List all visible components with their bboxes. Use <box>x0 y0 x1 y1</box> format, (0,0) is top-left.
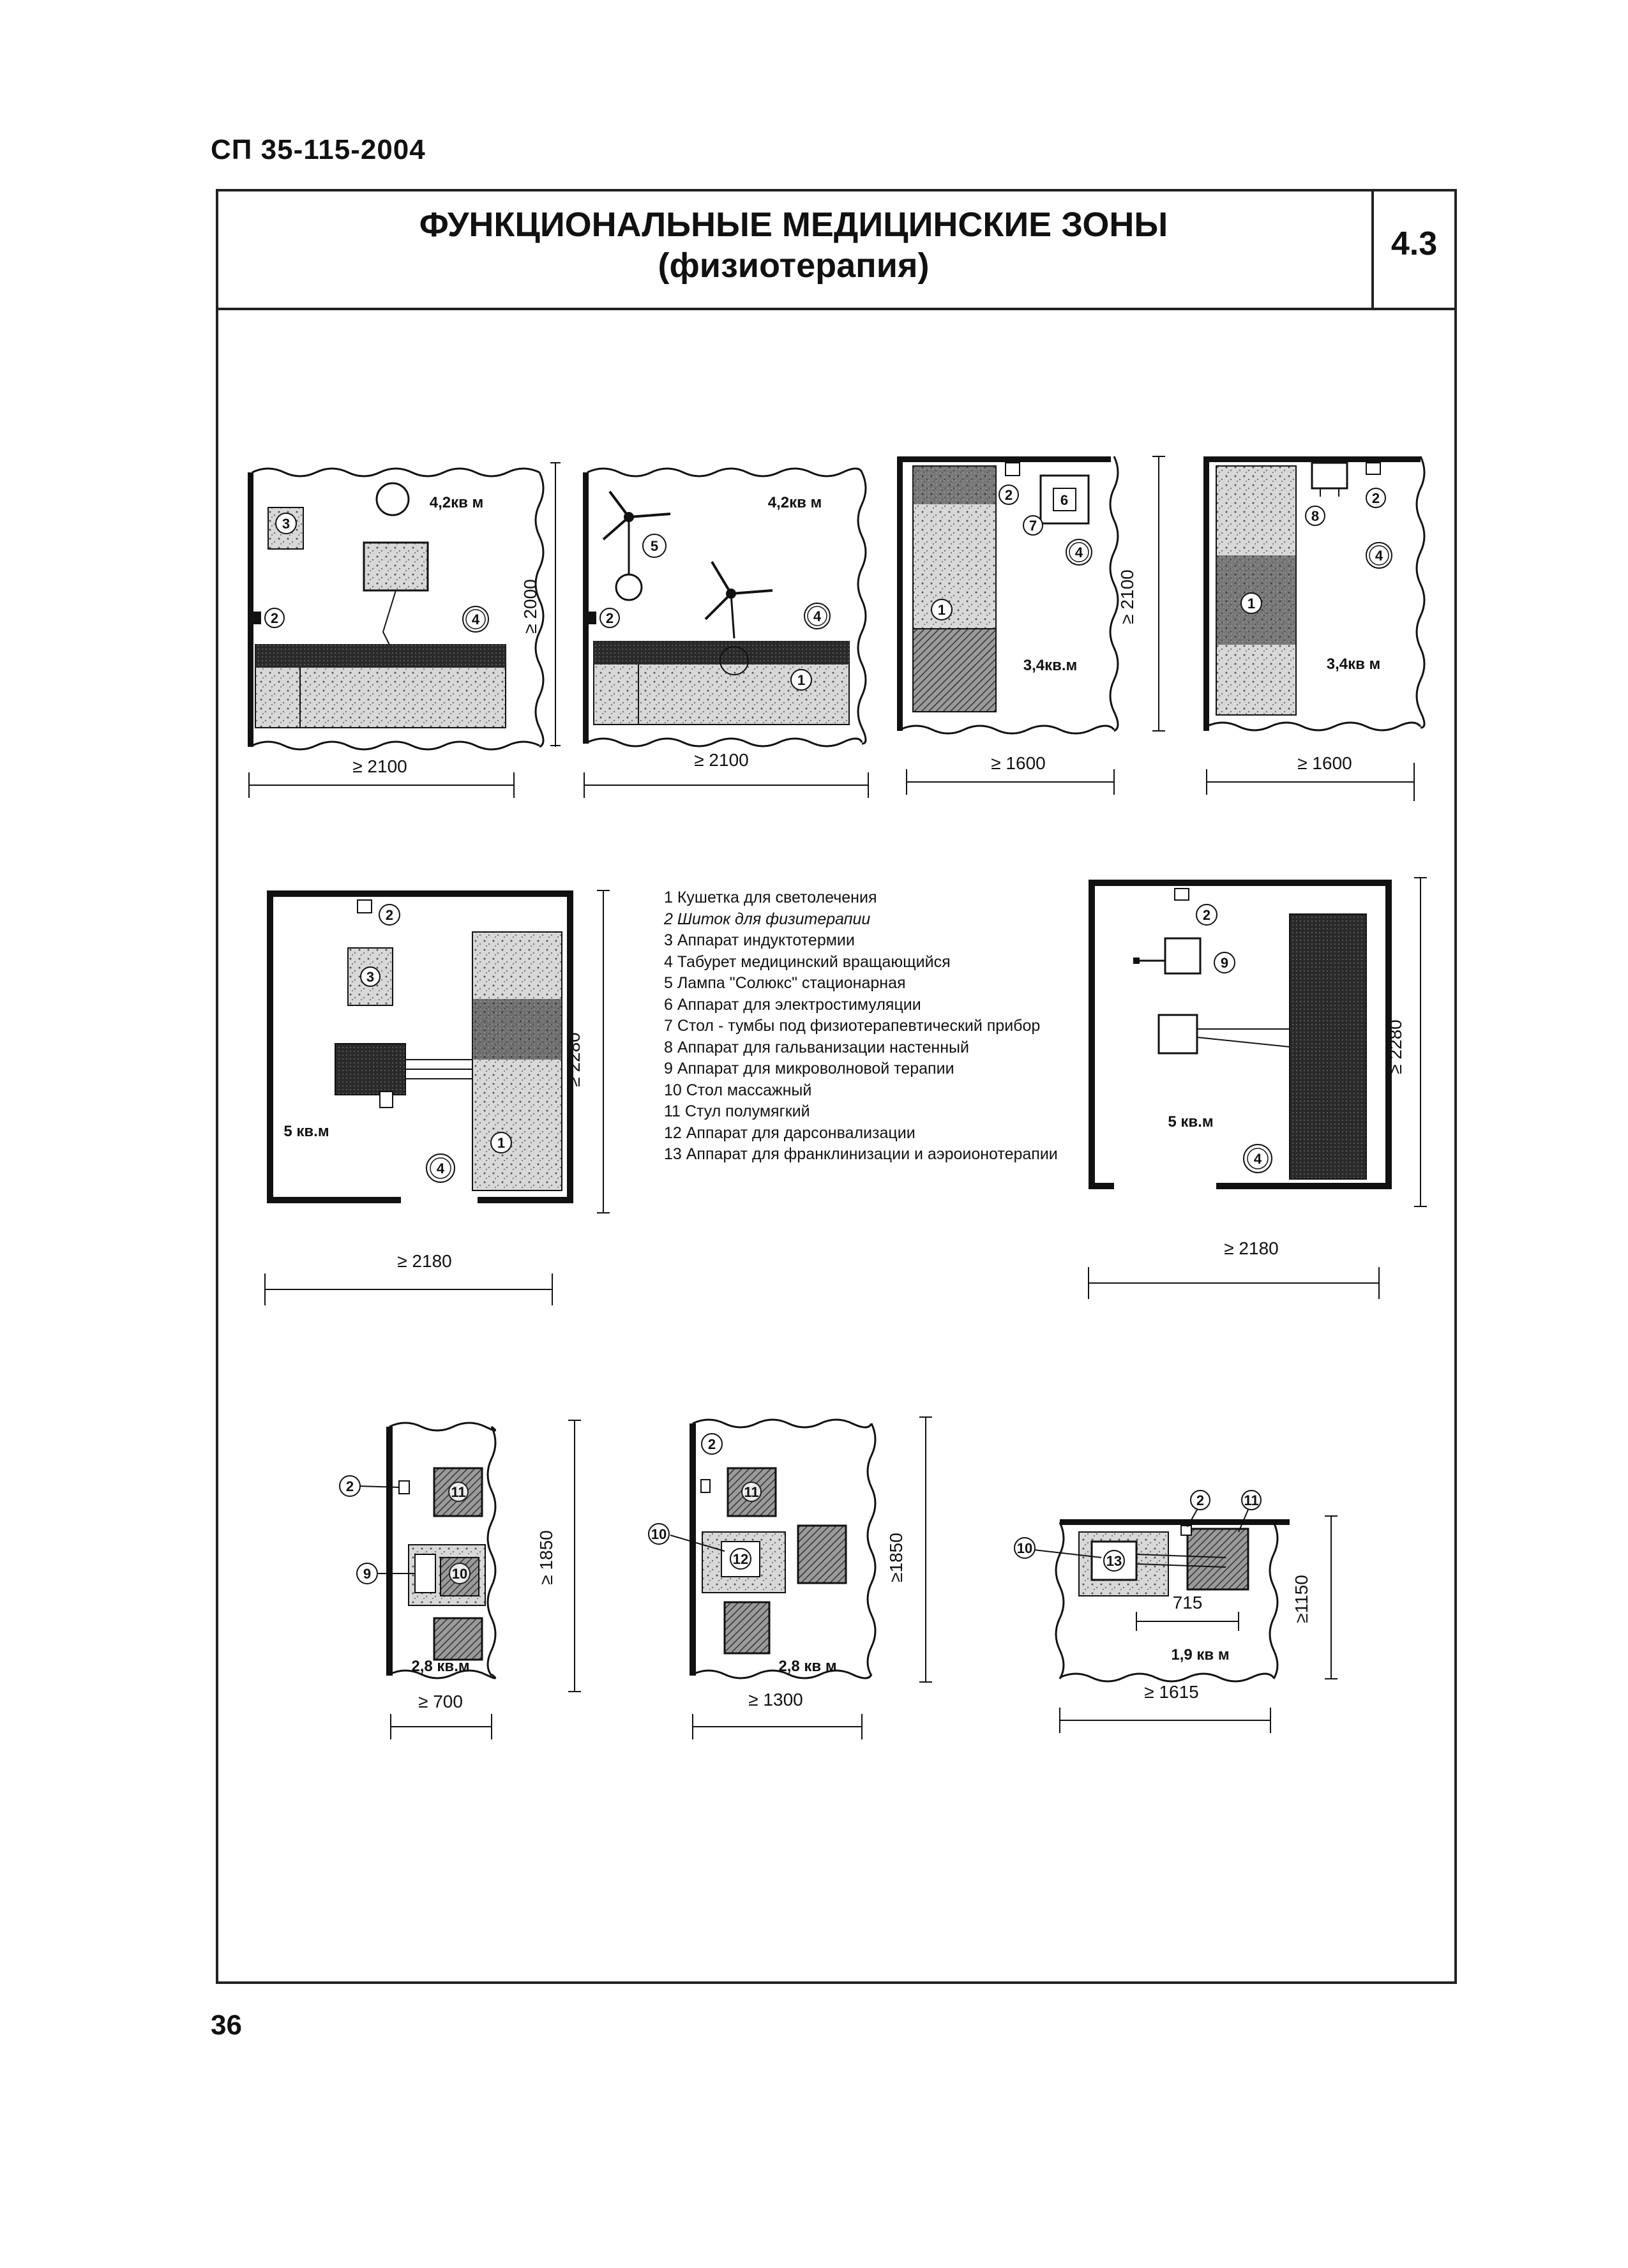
marker-13: 13 <box>1106 1553 1122 1569</box>
plan-7: 2 11 10 9 2,8 кв.м ≥ 1850 ≥ 700 <box>339 1420 581 1739</box>
lamp-icon <box>602 490 671 601</box>
marker-2: 2 <box>1005 487 1013 503</box>
legend-item: 11 Стул полумягкий <box>664 1102 810 1120</box>
marker-2: 2 <box>346 1478 354 1494</box>
plan-7-area: 2,8 кв.м <box>411 1658 469 1675</box>
marker-2: 2 <box>1372 490 1380 506</box>
marker-12: 12 <box>733 1551 748 1567</box>
marker-4: 4 <box>472 612 480 627</box>
sheet-title: ФУНКЦИОНАЛЬНЫЕ МЕДИЦИНСКИЕ ЗОНЫ (физиоте… <box>216 204 1371 286</box>
plan-8-height: ≥1850 <box>886 1533 906 1582</box>
plan-2-width: ≥ 2100 <box>694 750 748 770</box>
marker-2: 2 <box>708 1436 716 1452</box>
plan-5: 2 3 1 4 5 кв.м ≥ 2280 ≥ 2180 <box>264 890 610 1305</box>
legend-item: 10 Стол массажный <box>664 1081 812 1099</box>
plan-4: 8 2 4 1 3,4кв м ≥ 1600 <box>1203 456 1426 801</box>
plan-6-width: ≥ 2180 <box>1224 1238 1278 1258</box>
title-line-1: ФУНКЦИОНАЛЬНЫЕ МЕДИЦИНСКИЕ ЗОНЫ <box>419 206 1168 244</box>
marker-10: 10 <box>651 1526 667 1542</box>
marker-1: 1 <box>797 672 805 688</box>
plan-3-height: ≥ 2100 <box>1117 569 1137 624</box>
plan-7-height: ≥ 1850 <box>536 1530 556 1584</box>
marker-5: 5 <box>651 538 658 554</box>
marker-1: 1 <box>1247 596 1255 612</box>
legend-item: 1 Кушетка для светолечения <box>664 889 877 906</box>
marker-1: 1 <box>497 1135 505 1151</box>
legend-item: 5 Лампа "Солюкс" стационарная <box>664 974 906 992</box>
title-line-2: (физиотерапия) <box>658 246 930 285</box>
marker-3: 3 <box>282 516 290 532</box>
plan-9-width: ≥ 1615 <box>1144 1682 1198 1702</box>
plan-4-width: ≥ 1600 <box>1297 753 1352 773</box>
plan-5-width: ≥ 2180 <box>397 1251 451 1271</box>
plan-8-area: 2,8 кв м <box>778 1658 836 1675</box>
legend-item: 2 Шиток для физитерапии <box>664 910 871 928</box>
marker-4: 4 <box>1375 548 1383 564</box>
marker-11: 11 <box>1244 1492 1258 1508</box>
plan-5-height: ≥ 2280 <box>564 1032 584 1086</box>
legend-item: 13 Аппарат для франклинизации и аэроионо… <box>664 1145 1058 1163</box>
marker-4: 4 <box>437 1160 445 1176</box>
marker-2: 2 <box>1203 907 1210 923</box>
marker-2: 2 <box>386 907 393 923</box>
plan-1-area: 4,2кв м <box>430 494 484 511</box>
marker-9: 9 <box>363 1566 371 1582</box>
marker-10: 10 <box>452 1566 467 1582</box>
marker-2: 2 <box>606 610 614 626</box>
legend-item: 3 Аппарат индуктотермии <box>664 931 855 949</box>
plan-9-height: ≥1150 <box>1292 1575 1311 1623</box>
plan-6-area: 5 кв.м <box>1168 1113 1213 1130</box>
marker-9: 9 <box>1221 955 1228 971</box>
plan-6: 2 9 4 5 кв.м ≥ 2280 ≥ 2180 <box>1088 877 1427 1299</box>
lamp-icon <box>704 560 773 639</box>
plan-2-area: 4,2кв м <box>768 494 822 511</box>
marker-11: 11 <box>451 1484 465 1500</box>
plan-2: 2 5 4 1 4,2кв м ≥ 2100 <box>583 467 869 798</box>
plan-8: 2 11 12 10 2,8 кв м ≥1850 ≥ 1300 <box>648 1416 932 1739</box>
sheet-header <box>216 189 1457 310</box>
marker-11: 11 <box>744 1484 758 1500</box>
plan-9-area: 1,9 кв м <box>1171 1646 1229 1663</box>
plan-1-width: ≥ 2100 <box>352 756 407 776</box>
marker-2: 2 <box>271 610 278 626</box>
plan-6-height: ≥ 2280 <box>1385 1019 1405 1074</box>
equipment-legend: 1 Кушетка для светолечения 2 Шиток для ф… <box>664 887 1058 1166</box>
plan-3: 2 6 7 4 1 3,4кв.м ≥ 2100 ≥ 1600 <box>897 456 1165 795</box>
legend-item: 12 Аппарат для дарсонвализации <box>664 1123 916 1142</box>
plan-9-inner-dim: 715 <box>1173 1593 1203 1612</box>
marker-4: 4 <box>813 608 822 624</box>
marker-4: 4 <box>1075 544 1083 560</box>
plan-3-area: 3,4кв.м <box>1023 657 1078 674</box>
legend-item: 7 Стол - тумбы под физиотерапевтический … <box>664 1017 1041 1035</box>
document-code: СП 35-115-2004 <box>211 134 426 165</box>
sheet-frame <box>216 189 1457 1984</box>
plan-4-area: 3,4кв м <box>1327 656 1381 673</box>
plan-8-width: ≥ 1300 <box>748 1690 803 1709</box>
legend-item: 6 Аппарат для электростимуляции <box>664 995 921 1014</box>
marker-3: 3 <box>366 969 374 985</box>
plan-5-area: 5 кв.м <box>283 1123 329 1140</box>
marker-6: 6 <box>1060 492 1068 508</box>
marker-1: 1 <box>938 602 946 618</box>
marker-10: 10 <box>1017 1540 1032 1556</box>
legend-item: 4 Табурет медицинский вращающийся <box>664 952 951 971</box>
page-number: 36 <box>211 2009 242 2041</box>
sheet-number: 4.3 <box>1391 225 1438 262</box>
plan-1-height: ≥ 2000 <box>520 579 540 633</box>
legend-item: 8 Аппарат для гальванизации настенный <box>664 1038 969 1056</box>
marker-8: 8 <box>1311 508 1319 524</box>
sheet-number-cell <box>1371 189 1457 310</box>
legend-item: 9 Аппарат для микроволновой терапии <box>664 1060 954 1078</box>
plan-3-width: ≥ 1600 <box>991 753 1045 773</box>
marker-2: 2 <box>1196 1492 1204 1508</box>
plan-1: 2 3 4 4,2кв м ≥ 2000 ≥ 2100 <box>248 462 561 798</box>
marker-4: 4 <box>1254 1151 1262 1167</box>
plan-9: 13 2 11 10 715 1,9 кв м ≥1150 ≥ 1615 <box>1014 1490 1338 1733</box>
plan-7-width: ≥ 700 <box>418 1692 463 1711</box>
marker-7: 7 <box>1029 518 1037 534</box>
